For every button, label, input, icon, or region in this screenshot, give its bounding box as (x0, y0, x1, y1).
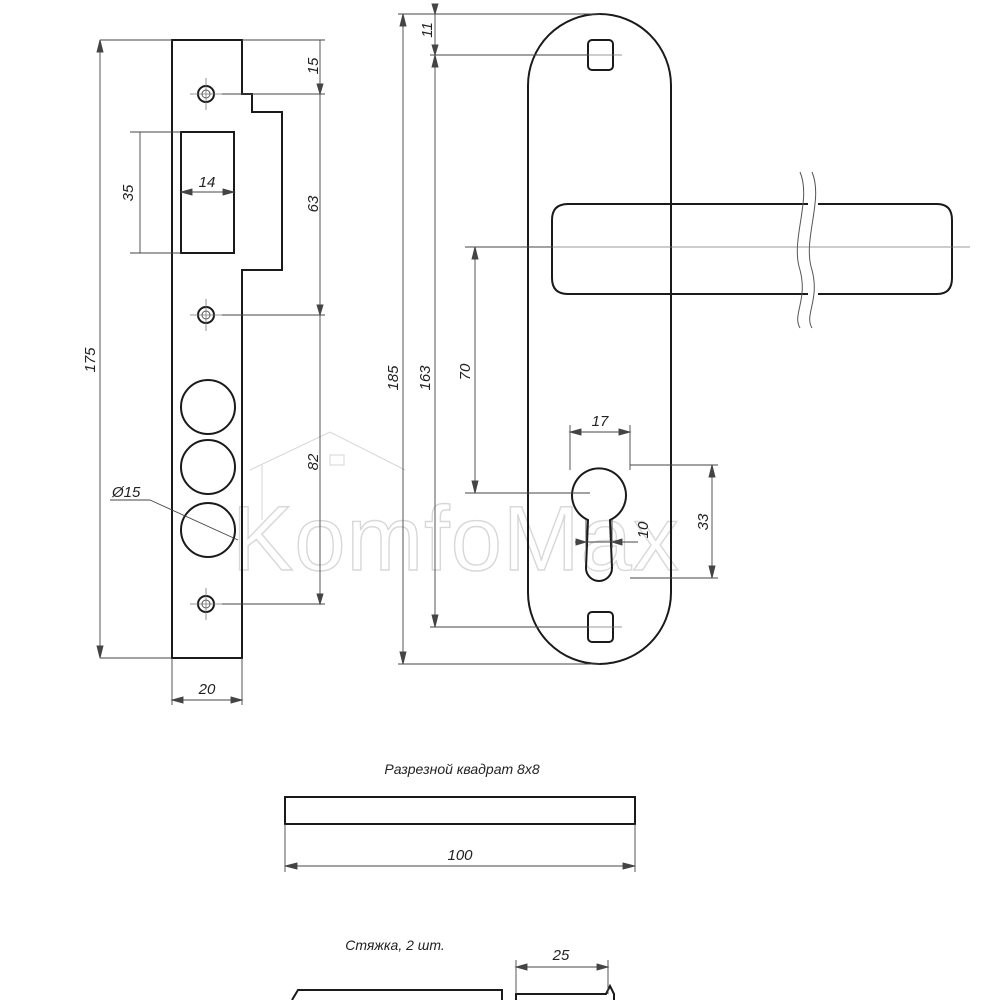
dim-plate-width: 20 (198, 681, 216, 698)
bolt-hole-3 (180, 502, 236, 558)
strike-plate: 175 35 14 15 63 82 (82, 39, 325, 705)
handle-lever (551, 203, 808, 295)
watermark-house-icon (249, 431, 406, 520)
dim-keyhole-width: 17 (592, 413, 609, 430)
dim-tie-rod-length: 25 (552, 947, 570, 964)
cylinder-keyhole (571, 467, 627, 582)
dim-spindle-length: 100 (447, 847, 473, 864)
dim-handle-top-offset: 11 (419, 22, 436, 38)
spindle-bar (284, 796, 636, 825)
dim-plate-upper-span: 63 (305, 195, 322, 212)
tie-rod-caption: Стяжка, 2 шт. (345, 937, 445, 953)
dim-plate-top-offset: 15 (305, 57, 322, 74)
tie-rod-body (291, 989, 503, 1000)
dim-keyhole-slot: 10 (635, 521, 652, 538)
bolt-hole-1 (180, 379, 236, 435)
dim-latch-window-height: 35 (120, 184, 137, 201)
dim-hole-diameter: Ø15 (111, 484, 141, 501)
spindle: Разрезной квадрат 8x8 100 (284, 761, 636, 872)
spindle-caption: Разрезной квадрат 8x8 (384, 761, 539, 777)
bolt-hole-2 (180, 439, 236, 495)
handle-plate: 185 163 11 70 (385, 3, 970, 665)
dim-handle-to-keyhole: 70 (457, 363, 474, 380)
tie-rod: Стяжка, 2 шт. 25 (291, 937, 615, 1000)
dim-plate-height: 175 (82, 347, 99, 373)
dim-plate-hole-span: 82 (305, 453, 322, 470)
watermark-text: KomfoMax (232, 488, 680, 590)
dim-handle-total-height: 185 (385, 365, 402, 391)
dim-handle-mount-span: 163 (417, 365, 434, 391)
watermark: KomfoMax (231, 431, 680, 591)
dim-keyhole-height: 33 (695, 513, 712, 530)
strike-plate-outline (171, 39, 283, 659)
dim-latch-window-width: 14 (199, 174, 216, 191)
latch-window (180, 131, 235, 254)
